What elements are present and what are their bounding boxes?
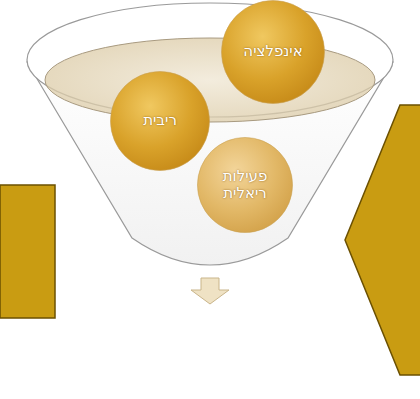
- circle-fill: [197, 137, 292, 232]
- funnel-opening: [45, 38, 375, 122]
- circle-fill: [222, 1, 325, 104]
- node-label: אינפלציה: [243, 43, 302, 60]
- circle-fill: [111, 72, 210, 171]
- node-label: פעילות ריאלית: [208, 168, 282, 203]
- circle-node: אינפלציה: [221, 0, 325, 104]
- down-arrow: [191, 278, 229, 304]
- circle-node: פעילות ריאלית: [197, 137, 293, 233]
- gold-arrow-shape: [345, 105, 420, 375]
- gold-box: [0, 185, 55, 318]
- circle-node: ריבית: [110, 71, 210, 171]
- node-label: ריבית: [143, 112, 177, 129]
